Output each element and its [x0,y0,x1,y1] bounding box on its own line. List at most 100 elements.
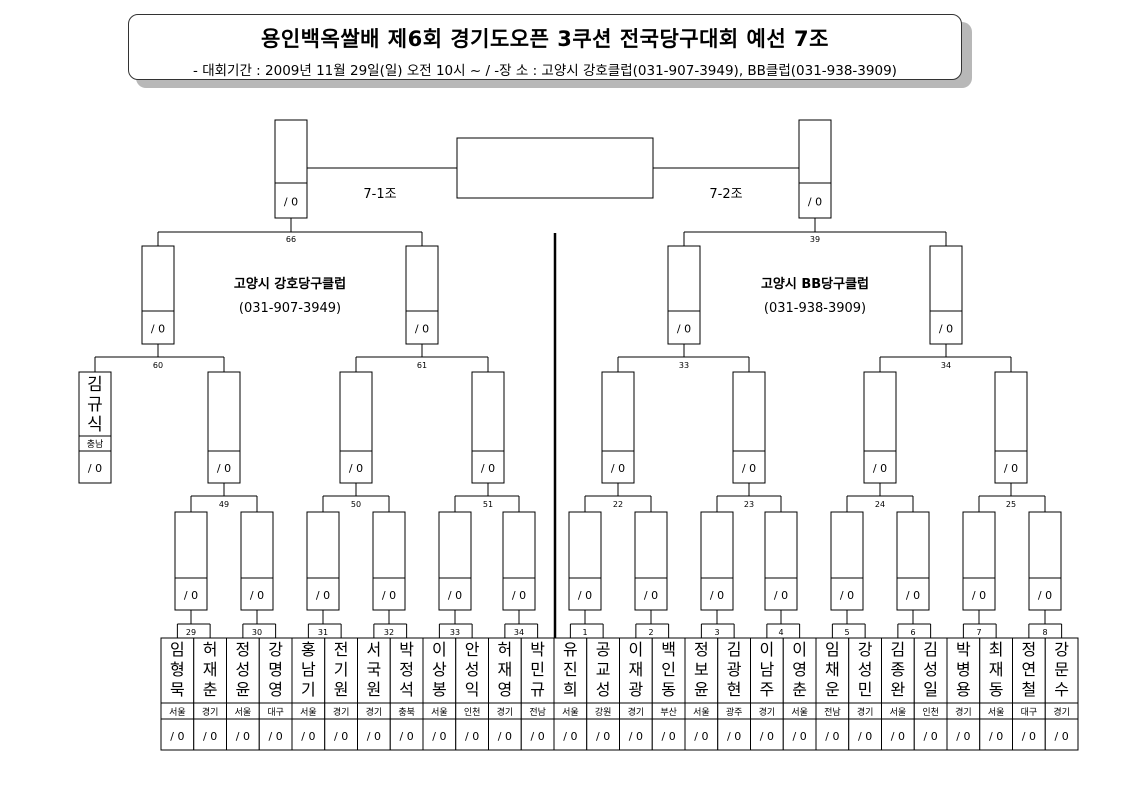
score-mark: / 0 [956,730,970,743]
player-region: 경기 [202,706,219,718]
score-mark: / 0 [873,462,887,475]
player-card[interactable] [324,637,358,751]
player-card[interactable] [782,637,817,751]
player-name-char: 현 [727,680,742,699]
player-name-char: 형 [170,660,185,679]
player-name-char: 광 [727,660,742,679]
round1-slot[interactable] [306,511,340,611]
player-name-char: 재 [629,660,644,679]
player-card[interactable] [946,637,981,751]
score-mark: / 0 [906,589,920,602]
player-name-char: 영 [498,680,513,699]
round2-slot[interactable] [207,371,241,484]
score-mark: / 0 [217,462,231,475]
score-mark: / 0 [596,730,610,743]
player-card[interactable] [389,637,424,751]
player-card[interactable] [815,637,850,751]
player-card[interactable] [226,637,260,751]
round2-slot[interactable] [339,371,373,484]
score-mark: / 0 [727,730,741,743]
player-card[interactable] [455,637,489,751]
round1-slot[interactable] [438,511,472,611]
player-region: 인천 [464,707,481,718]
player-card[interactable] [258,637,293,751]
round2-slot[interactable] [601,371,635,484]
player-card[interactable] [1012,637,1046,751]
player-card[interactable] [520,637,555,751]
venue-left-name: 고양시 강호당구클럽 [234,276,346,292]
semi-left-slot[interactable] [274,119,308,219]
player-name-char: 이 [792,640,807,659]
score-mark: / 0 [939,323,953,336]
round1-slot[interactable] [830,511,864,611]
player-name-char: 동 [989,680,1004,699]
match-number-l3b: 61 [417,361,427,370]
round2-slot[interactable] [994,371,1028,484]
player-name-char: 윤 [694,680,709,699]
player-region: 경기 [955,706,972,718]
player-name-char: 운 [825,680,840,699]
player-name-char: 광 [629,680,644,699]
round1-slot[interactable] [568,511,602,611]
round3-slot[interactable] [141,245,175,345]
player-region: 경기 [497,706,514,718]
player-card[interactable] [1044,637,1079,751]
player-card[interactable] [717,637,751,751]
round1-slot[interactable] [896,511,930,611]
bye-player-box[interactable] [78,371,112,484]
score-mark: / 0 [644,589,658,602]
player-card[interactable] [586,637,620,751]
player-card[interactable] [291,637,326,751]
round3-slot[interactable] [929,245,963,345]
player-name-char: 서 [367,640,382,659]
player-card[interactable] [684,637,719,751]
player-name-char: 허 [203,640,218,659]
round1-slot[interactable] [634,511,668,611]
score-mark: / 0 [793,730,807,743]
player-region: 서울 [988,707,1005,718]
final-box[interactable] [456,137,654,199]
player-card[interactable] [651,637,686,751]
match-number-r2a: 22 [613,500,623,509]
score-mark: / 0 [170,730,184,743]
round1-slot[interactable] [700,511,734,611]
round1-slot[interactable] [372,511,406,611]
score-mark: / 0 [1055,730,1069,743]
player-name-char: 교 [596,660,611,679]
player-card[interactable] [848,637,882,751]
player-name-char: 정 [694,640,709,659]
player-name-char: 임 [825,640,840,659]
player-card[interactable] [193,637,227,751]
player-region: 서울 [300,707,317,718]
player-name-char: 성 [236,660,251,679]
round2-slot[interactable] [732,371,766,484]
round3-slot[interactable] [667,245,701,345]
round2-slot[interactable] [471,371,505,484]
player-card[interactable] [979,637,1013,751]
score-mark: / 0 [840,589,854,602]
match-number-r3a: 33 [679,361,689,370]
round1-slot[interactable] [502,511,536,611]
score-mark: / 0 [316,589,330,602]
match-number-r1: 29 [186,628,196,637]
player-name-char: 춘 [792,680,807,699]
score-mark: / 0 [367,730,381,743]
round1-slot[interactable] [174,511,208,611]
semi-right-slot[interactable] [798,119,832,219]
player-card[interactable] [422,637,457,751]
match-number-r1: 31 [318,628,328,637]
round1-slot[interactable] [962,511,996,611]
player-card[interactable] [488,637,522,751]
round2-slot[interactable] [863,371,897,484]
player-card[interactable] [881,637,915,751]
round1-slot[interactable] [764,511,798,611]
player-name-char: 병 [956,660,971,679]
round3-slot[interactable] [405,245,439,345]
player-card[interactable] [357,637,391,751]
page-title: 용인백옥쌀배 제6회 경기도오픈 3쿠션 전국당구대회 예선 7조 [261,27,829,51]
player-region: 경기 [857,706,874,718]
score-mark: / 0 [1004,462,1018,475]
round1-slot[interactable] [240,511,274,611]
round1-slot[interactable] [1028,511,1062,611]
player-region: 서울 [562,707,579,718]
